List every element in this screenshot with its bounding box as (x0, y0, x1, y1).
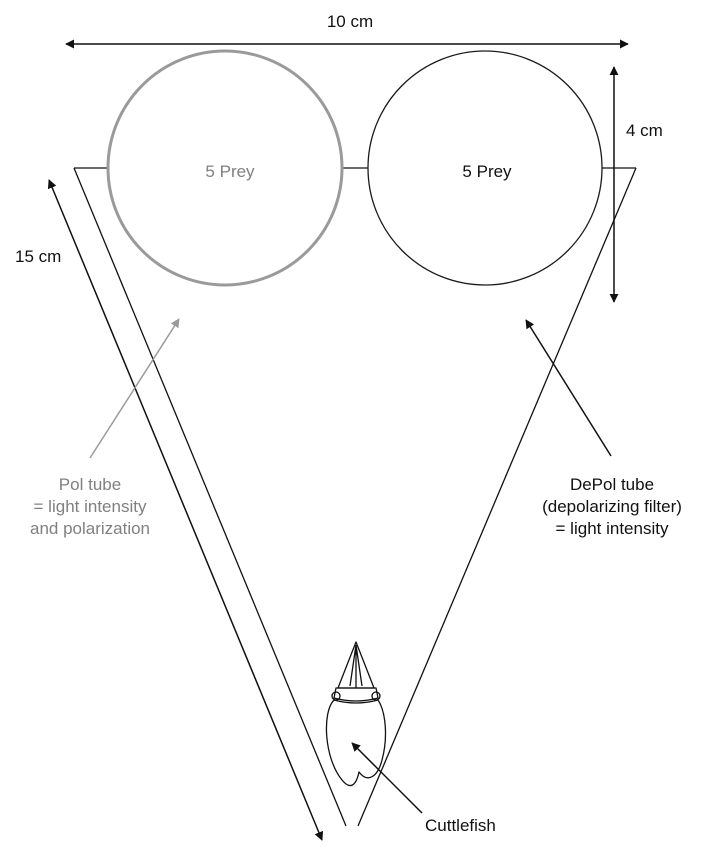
height-label: 4 cm (626, 121, 663, 140)
cuttlefish-mantle (326, 700, 385, 786)
pol-tube-caption-line-2: = light intensity (34, 497, 147, 516)
cuttlefish-drawing (326, 642, 385, 786)
depol-tube-prey-label: 5 Prey (462, 162, 512, 181)
depol-tube-caption-line-1: DePol tube (570, 475, 654, 494)
cuttlefish-pointer-arrow (352, 743, 422, 813)
depol-tube-caption-line-3: = light intensity (556, 519, 669, 538)
width-label: 10 cm (327, 12, 373, 31)
depol-tube-pointer-arrow (526, 320, 611, 456)
cuttlefish-label: Cuttlefish (425, 816, 496, 835)
depol-tube-caption-line-2: (depolarizing filter) (542, 497, 682, 516)
pol-tube-prey-label: 5 Prey (205, 162, 255, 181)
pol-tube-caption-line-1: Pol tube (59, 475, 121, 494)
pol-tube-caption-line-3: and polarization (30, 519, 150, 538)
cuttlefish-head (334, 688, 378, 701)
length-label: 15 cm (15, 247, 61, 266)
